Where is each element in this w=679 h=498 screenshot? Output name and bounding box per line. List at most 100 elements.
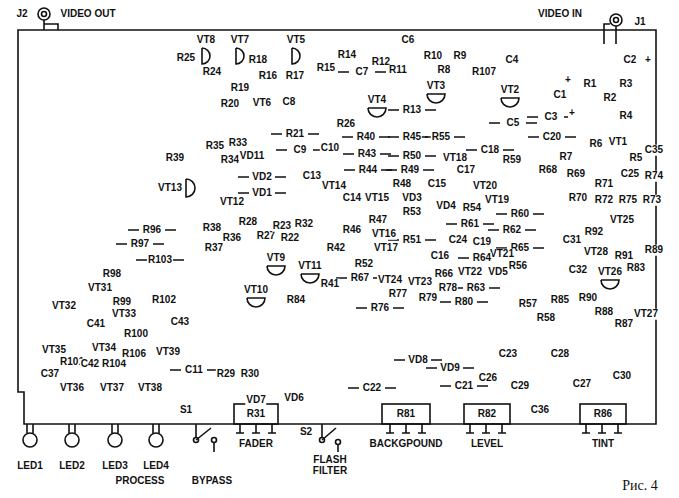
figure-caption: Рис. 4 bbox=[620, 478, 660, 494]
part-label: C24 bbox=[448, 235, 468, 246]
part-label: R41 bbox=[320, 279, 340, 290]
led-symbol bbox=[108, 433, 122, 447]
part-label: R28 bbox=[238, 217, 258, 228]
part-label: C6 bbox=[401, 35, 416, 46]
part-label: VT7 bbox=[230, 35, 250, 46]
part-label: R63 bbox=[466, 283, 486, 294]
switch-contact bbox=[212, 438, 217, 443]
part-label: LED1 bbox=[16, 461, 44, 472]
part-label: R98 bbox=[102, 269, 122, 280]
part-label: C13 bbox=[302, 171, 322, 182]
part-label: C8 bbox=[282, 97, 297, 108]
part-label: C36 bbox=[530, 405, 550, 416]
part-label: VT21 bbox=[489, 249, 515, 260]
part-label: VT32 bbox=[51, 301, 77, 312]
part-label: VT38 bbox=[137, 383, 163, 394]
jack-symbol bbox=[38, 8, 50, 20]
part-label: C29 bbox=[510, 381, 530, 392]
part-label: R92 bbox=[584, 227, 604, 238]
transistor-symbol bbox=[368, 108, 386, 117]
part-label: R27 bbox=[256, 231, 276, 242]
part-label: VD4 bbox=[435, 201, 456, 212]
part-label: R78 bbox=[438, 283, 458, 294]
part-label: C17 bbox=[456, 165, 476, 176]
part-label: C30 bbox=[612, 371, 632, 382]
part-label: R60 bbox=[510, 209, 530, 220]
part-label: VT34 bbox=[91, 343, 117, 354]
part-label: R66 bbox=[434, 269, 454, 280]
part-label: R71 bbox=[594, 179, 614, 190]
part-label: R45 bbox=[402, 132, 422, 143]
switch-symbol bbox=[196, 424, 214, 452]
part-label: R3 bbox=[619, 79, 634, 90]
part-label: R48 bbox=[392, 179, 412, 190]
part-label: C35 bbox=[644, 145, 664, 156]
part-label: R104 bbox=[101, 359, 127, 370]
part-label: VIDEO IN bbox=[537, 9, 583, 20]
part-label: R77 bbox=[388, 289, 408, 300]
part-label: VT9 bbox=[266, 253, 286, 264]
part-label: R91 bbox=[614, 251, 634, 262]
part-label: R5 bbox=[629, 153, 644, 164]
transistor-symbol bbox=[501, 98, 519, 107]
part-label: R49 bbox=[400, 165, 420, 176]
part-label: J2 bbox=[15, 9, 28, 20]
part-label: FADER bbox=[238, 439, 274, 450]
part-label: R17 bbox=[285, 71, 305, 82]
part-label: R106 bbox=[121, 349, 147, 360]
part-label: R99 bbox=[112, 297, 132, 308]
part-label: R53 bbox=[402, 207, 422, 218]
part-label: C28 bbox=[550, 349, 570, 360]
part-label: TINT bbox=[591, 439, 615, 450]
part-label: VT13 bbox=[157, 183, 183, 194]
part-label: R8 bbox=[437, 65, 452, 76]
part-label: R58 bbox=[536, 313, 556, 324]
part-label: R43 bbox=[357, 149, 377, 160]
part-label: R85 bbox=[550, 295, 570, 306]
part-label: VD2 bbox=[251, 172, 272, 183]
part-label: R15 bbox=[316, 63, 336, 74]
part-label: LED4 bbox=[142, 461, 170, 472]
part-label: R44 bbox=[358, 165, 378, 176]
part-label: VT19 bbox=[484, 195, 510, 206]
part-label: VD1 bbox=[251, 188, 272, 199]
part-label: R69 bbox=[566, 169, 586, 180]
part-label: VT15 bbox=[364, 193, 390, 204]
part-label: FLASH FILTER bbox=[303, 455, 357, 476]
jack-lead bbox=[44, 20, 58, 30]
part-label: R25 bbox=[176, 53, 196, 64]
part-label: + bbox=[568, 108, 576, 119]
part-label: R23 bbox=[272, 221, 292, 232]
part-label: VD6 bbox=[283, 393, 304, 404]
part-label: R7 bbox=[559, 152, 574, 163]
part-label: VD9 bbox=[439, 363, 460, 374]
part-label: R81 bbox=[396, 409, 416, 420]
part-label: VT16 bbox=[371, 229, 397, 240]
potentiometer-pins bbox=[236, 424, 276, 433]
led-symbol bbox=[23, 433, 37, 447]
part-label: R96 bbox=[142, 225, 162, 236]
part-label: R59 bbox=[502, 155, 522, 166]
part-label: R24 bbox=[202, 67, 222, 78]
part-label: R54 bbox=[462, 203, 482, 214]
part-label: VT1 bbox=[608, 137, 628, 148]
part-label: R46 bbox=[342, 225, 362, 236]
part-label: R103 bbox=[147, 255, 173, 266]
part-label: VT39 bbox=[155, 347, 181, 358]
part-label: C20 bbox=[542, 132, 562, 143]
part-label: VT2 bbox=[500, 85, 520, 96]
part-label: C26 bbox=[478, 373, 498, 384]
part-label: C22 bbox=[362, 383, 382, 394]
part-label: C32 bbox=[568, 265, 588, 276]
part-label: R22 bbox=[280, 233, 300, 244]
part-label: C42 bbox=[80, 359, 100, 370]
part-label: LEVEL bbox=[470, 439, 504, 450]
part-label: VIDEO OUT bbox=[59, 9, 116, 20]
part-label: VT20 bbox=[472, 181, 498, 192]
part-label: R1 bbox=[583, 79, 598, 90]
part-label: R9 bbox=[453, 51, 468, 62]
part-label: C18 bbox=[480, 145, 500, 156]
part-label: R61 bbox=[460, 219, 480, 230]
part-label: R42 bbox=[326, 243, 346, 254]
